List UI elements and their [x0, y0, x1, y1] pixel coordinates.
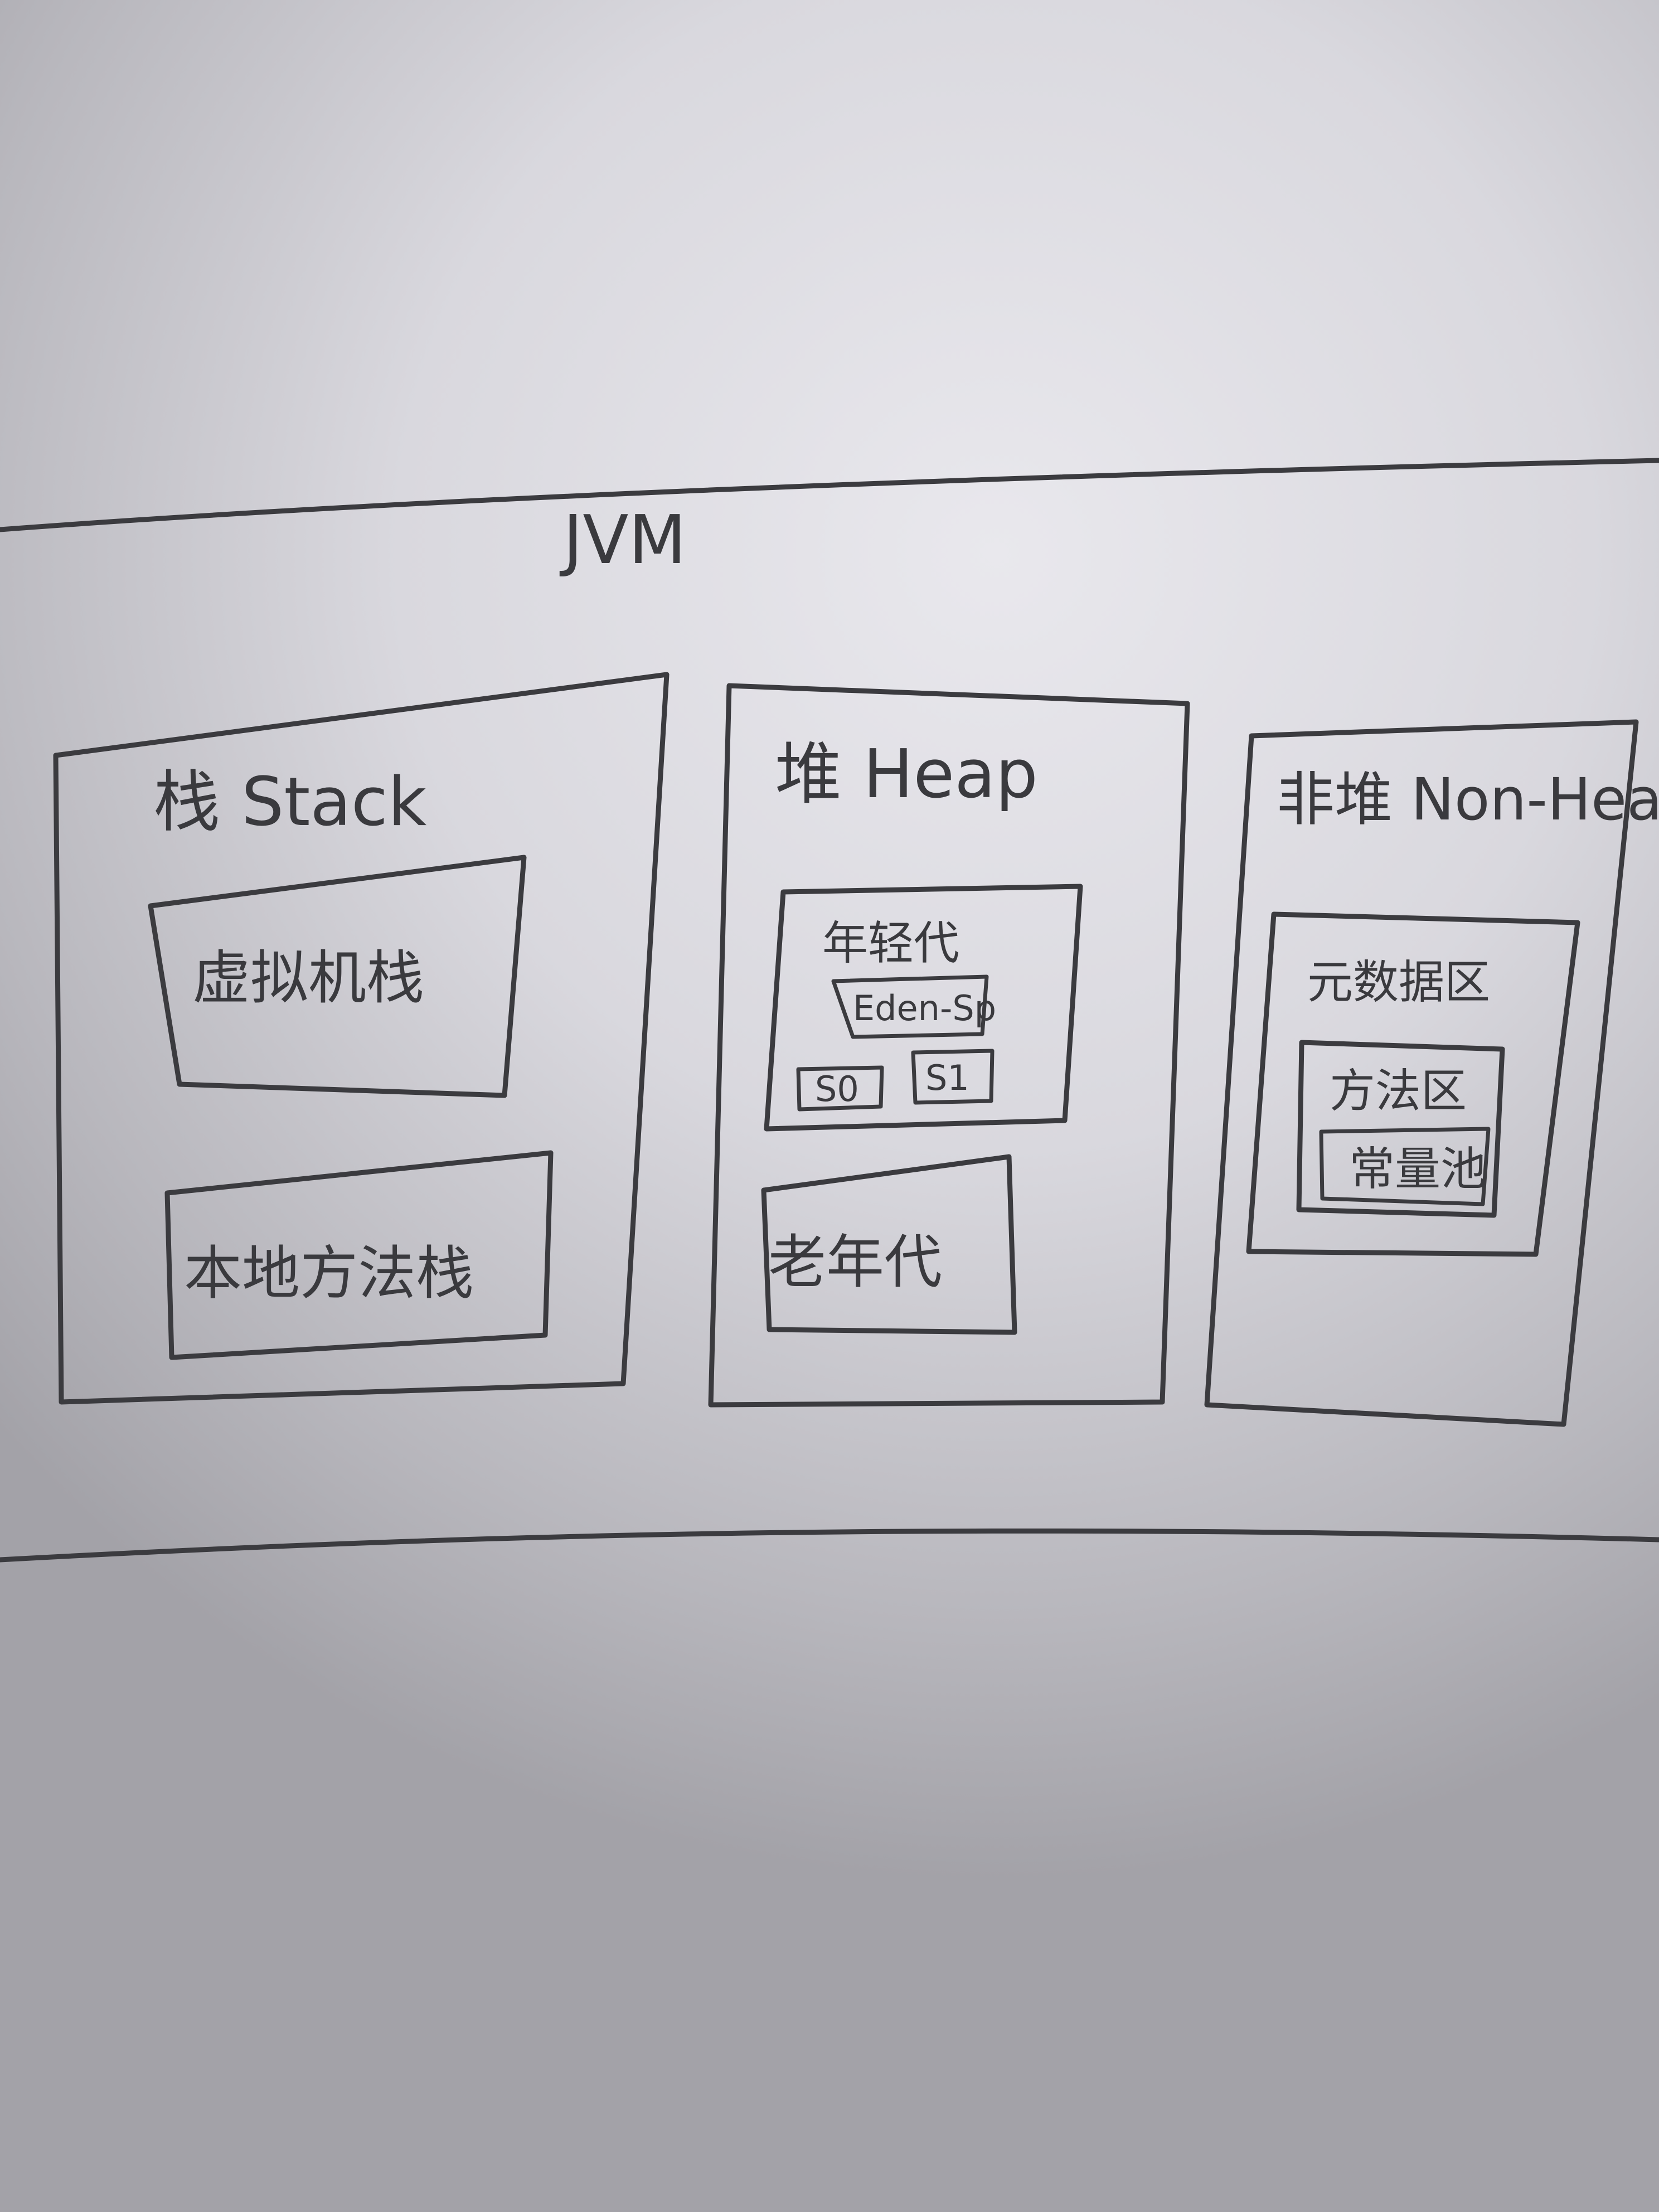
non-heap-title: 非堆 Non-Heap: [1277, 765, 1659, 833]
s0-box: [796, 1065, 884, 1112]
jvm-bottom-border: [0, 1528, 1659, 1563]
old-gen-box: [761, 1154, 1017, 1335]
native-stack-label: 本地方法栈: [184, 1239, 474, 1307]
old-gen-label: 老年代: [768, 1228, 942, 1296]
young-gen-box: [764, 884, 1083, 1132]
non-heap-region: 非堆 Non-Heap 元数据区 方法区 常量池: [1204, 719, 1659, 1427]
s1-box: [911, 1049, 995, 1105]
s1-label: S1: [925, 1058, 969, 1098]
method-area-box: [1296, 1040, 1505, 1218]
eden-box: [831, 974, 989, 1039]
eden-label: Eden-Sp: [853, 988, 996, 1029]
stack-title: 栈 Stack: [153, 764, 427, 841]
jvm-top-border: [0, 458, 1659, 532]
s0-label: S0: [815, 1069, 859, 1109]
jvm-title: JVM: [559, 502, 686, 579]
metaspace-label: 元数据区: [1307, 956, 1490, 1009]
metaspace-box: [1246, 911, 1580, 1257]
method-area-label: 方法区: [1330, 1065, 1467, 1118]
stack-region: 栈 Stack 虚拟机栈 本地方法栈: [53, 672, 670, 1405]
young-gen-label: 年轻代: [822, 917, 959, 970]
vm-stack-label: 虚拟机栈: [192, 944, 424, 1012]
heap-box: [708, 683, 1190, 1408]
native-stack-box: [164, 1150, 554, 1360]
heap-title: 堆 Heap: [775, 736, 1038, 813]
vm-stack-box: [148, 855, 527, 1098]
constant-pool-label: 常量池: [1349, 1143, 1486, 1196]
stack-box: [53, 672, 670, 1405]
non-heap-box: [1204, 719, 1639, 1427]
constant-pool-box: [1319, 1127, 1491, 1206]
heap-region: 堆 Heap 年轻代 Eden-Sp S0 S1 老年代: [708, 683, 1190, 1408]
